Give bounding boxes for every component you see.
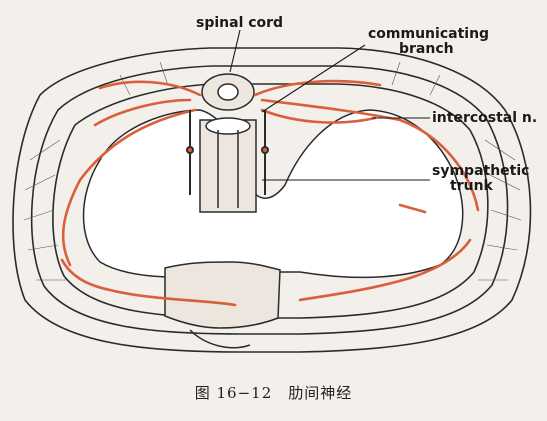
intercostal-nerve-label: intercostal n. [432,110,538,126]
sternum [164,261,281,349]
leader-lines [229,29,430,181]
sympathetic-trunk-label-line2: trunk [450,178,493,194]
intercostal-nerves [60,79,480,307]
wall-hatching [23,61,522,281]
vertebral-column [199,73,257,213]
sympathetic-trunks [186,110,269,195]
communicating-branch-label-line2: branch [399,41,454,57]
communicating-branch-label-line1: communicating [368,26,490,42]
figure-caption: 图 16−12 肋间神经 [194,384,353,402]
sympathetic-trunk-label-line1: sympathetic [432,163,530,179]
spinal-cord-label: spinal cord [196,15,284,31]
